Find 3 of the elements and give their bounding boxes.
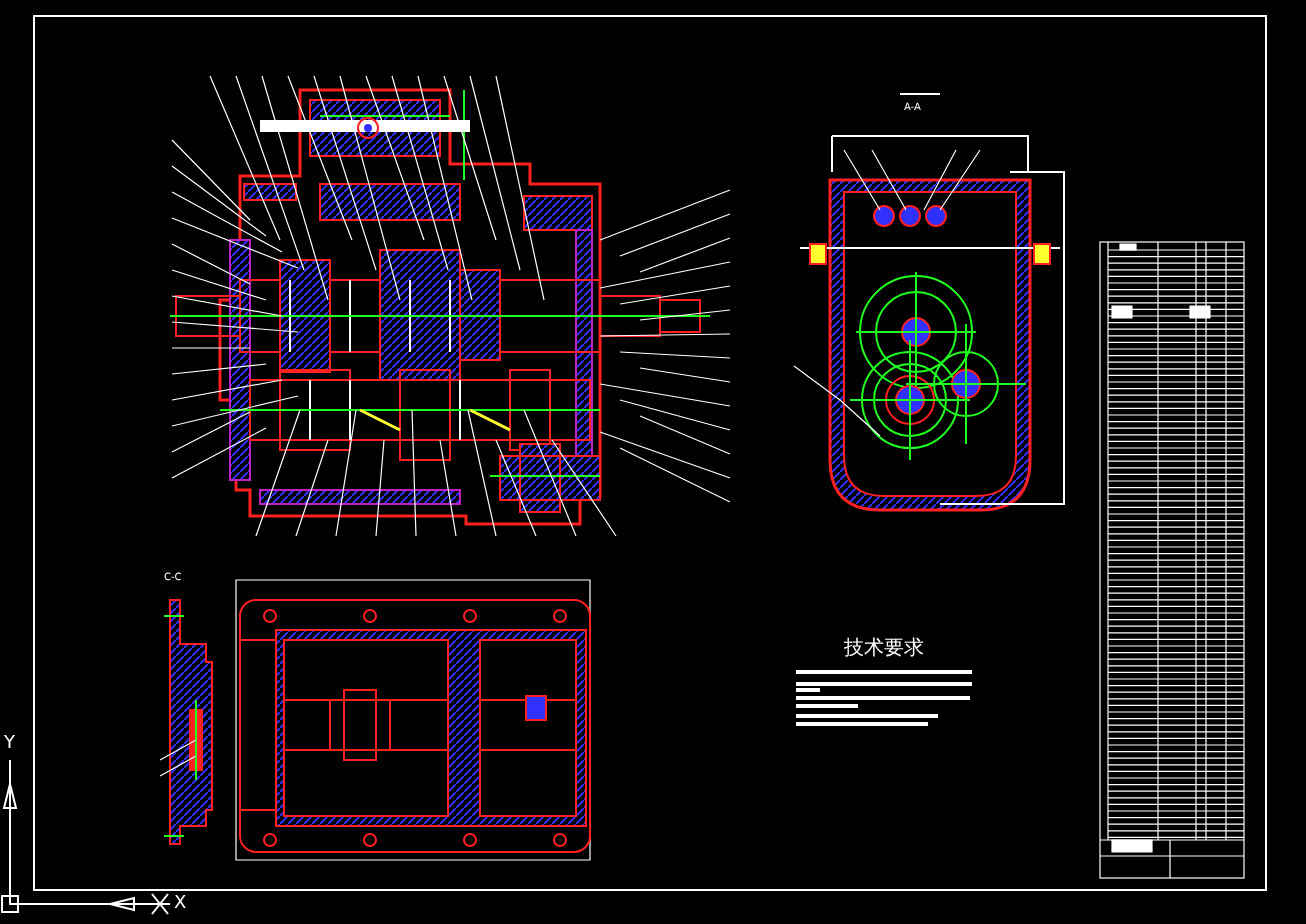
notes-heading: 技术要求 bbox=[844, 640, 924, 660]
axis-label: Y bbox=[4, 736, 15, 754]
axis-label: X bbox=[174, 896, 187, 914]
